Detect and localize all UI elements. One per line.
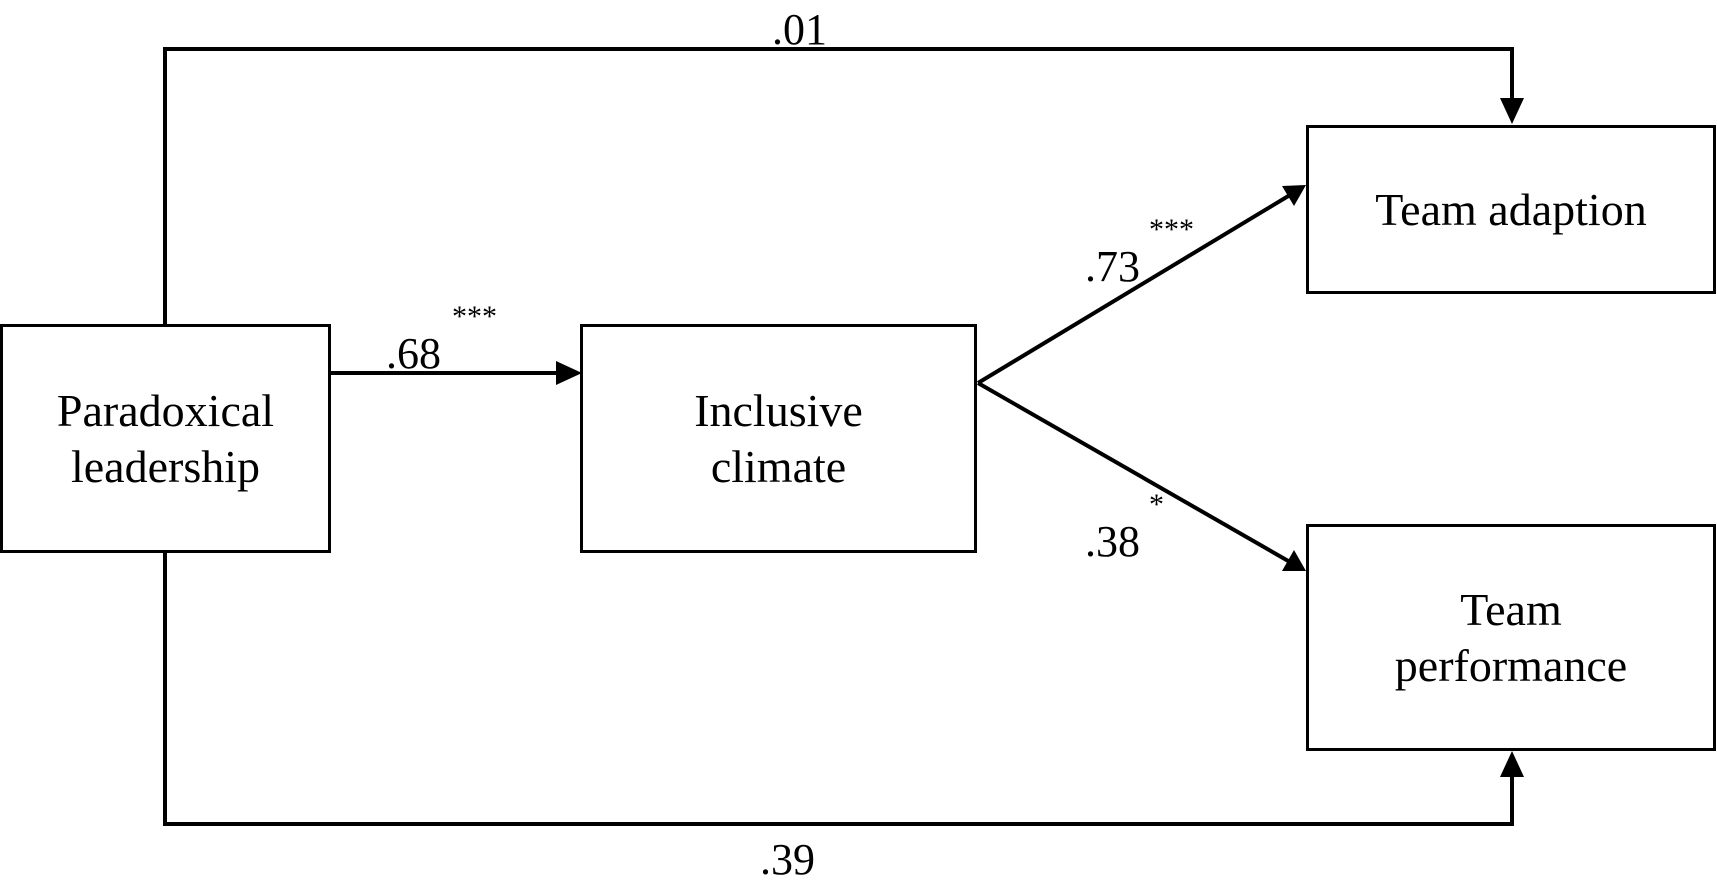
node-team-performance: Team performance (1306, 524, 1716, 751)
coef-value: .73 (1085, 242, 1140, 291)
node-label-inclusive-climate: Inclusive climate (694, 384, 863, 492)
coef-value: .01 (772, 5, 827, 54)
coef-value: .38 (1085, 517, 1140, 566)
significance-stars: * (1149, 488, 1164, 521)
coef-value: .39 (760, 835, 815, 884)
arrowhead-pl-to-tp-direct (1500, 751, 1524, 777)
coef-ic-to-tp: .38 * (1085, 490, 1164, 566)
arrowhead-pl-to-ic (556, 361, 582, 385)
arrowhead-ic-to-tp (1282, 550, 1306, 571)
arrow-ic-to-ta (976, 193, 1292, 385)
node-label-team-adaption: Team adaption (1375, 183, 1647, 235)
arrowhead-pl-to-ta-direct (1500, 98, 1524, 124)
coef-pl-to-ic: .68 *** (386, 302, 497, 378)
node-label-team-performance: Team performance (1394, 583, 1628, 691)
significance-stars: *** (1149, 213, 1194, 246)
coef-value: .68 (386, 329, 441, 378)
arrow-pl-to-ta-direct (163, 47, 1514, 324)
coef-ic-to-ta: .73 *** (1085, 215, 1194, 291)
arrow-ic-to-tp (977, 381, 1291, 564)
node-team-adaption: Team adaption (1306, 125, 1716, 294)
significance-stars: *** (452, 300, 497, 333)
node-label-paradoxical-leadership: Paradoxical leadership (56, 384, 275, 492)
coef-pl-to-tp-direct: .39 (760, 838, 815, 882)
coef-pl-to-ta-direct: .01 (772, 8, 827, 52)
node-inclusive-climate: Inclusive climate (580, 324, 977, 553)
node-paradoxical-leadership: Paradoxical leadership (0, 324, 331, 553)
arrow-pl-to-tp-direct (163, 552, 1514, 826)
arrowhead-ic-to-ta (1282, 185, 1306, 206)
